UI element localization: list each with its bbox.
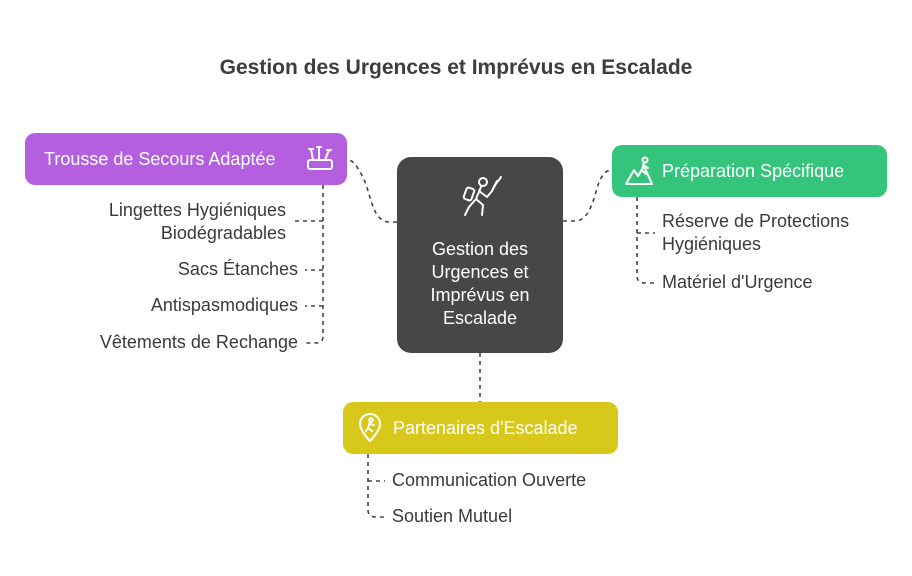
list-item: Vêtements de Rechange [99, 332, 298, 352]
node-preparation-label: Préparation Spécifique [662, 160, 845, 181]
list-item: Réserve de Protections Hygiéniques [662, 210, 849, 256]
list-item: Matériel d'Urgence [662, 272, 813, 292]
connector-center-preparation [563, 169, 613, 222]
node-trousse-label: Trousse de Secours Adaptée [44, 148, 276, 169]
connector-partenaires-spine [367, 454, 385, 518]
central-label-line: Escalade [442, 308, 518, 328]
climber-icon [457, 175, 503, 226]
node-preparation-specifique: Préparation Spécifique [612, 145, 887, 197]
node-partenaires-escalade: Partenaires d'Escalade [343, 402, 618, 454]
list-item: Sacs Étanches [177, 259, 298, 279]
list-item: Soutien Mutuel [392, 506, 513, 526]
connector-preparation-spine [636, 197, 655, 284]
central-label-line: Imprévus en [430, 285, 530, 305]
central-label-line: Urgences et [431, 262, 529, 282]
list-item: Lingettes Hygiéniques Biodégradables [109, 199, 286, 245]
location-pin-icon [355, 413, 385, 443]
node-trousse-de-secours: Trousse de Secours Adaptée [25, 133, 347, 185]
central-node-label: Gestion des Urgences et Imprévus en Esca… [410, 238, 550, 330]
list-item: Communication Ouverte [392, 470, 587, 490]
list-item: Antispasmodiques [150, 295, 298, 315]
central-label-line: Gestion des [431, 239, 529, 259]
connector-center-trousse [346, 159, 397, 223]
kit-icon [305, 144, 335, 174]
diagram-title: Gestion des Urgences et Imprévus en Esca… [219, 56, 693, 79]
item-line: Hygiéniques [662, 234, 762, 254]
item-line: Biodégradables [160, 223, 286, 243]
central-node: Gestion des Urgences et Imprévus en Esca… [397, 157, 563, 353]
node-partenaires-label: Partenaires d'Escalade [393, 417, 578, 438]
hiker-icon [624, 156, 654, 186]
item-line: Réserve de Protections [662, 211, 850, 231]
connector-trousse-spine [305, 185, 324, 344]
item-line: Lingettes Hygiéniques [108, 200, 286, 220]
